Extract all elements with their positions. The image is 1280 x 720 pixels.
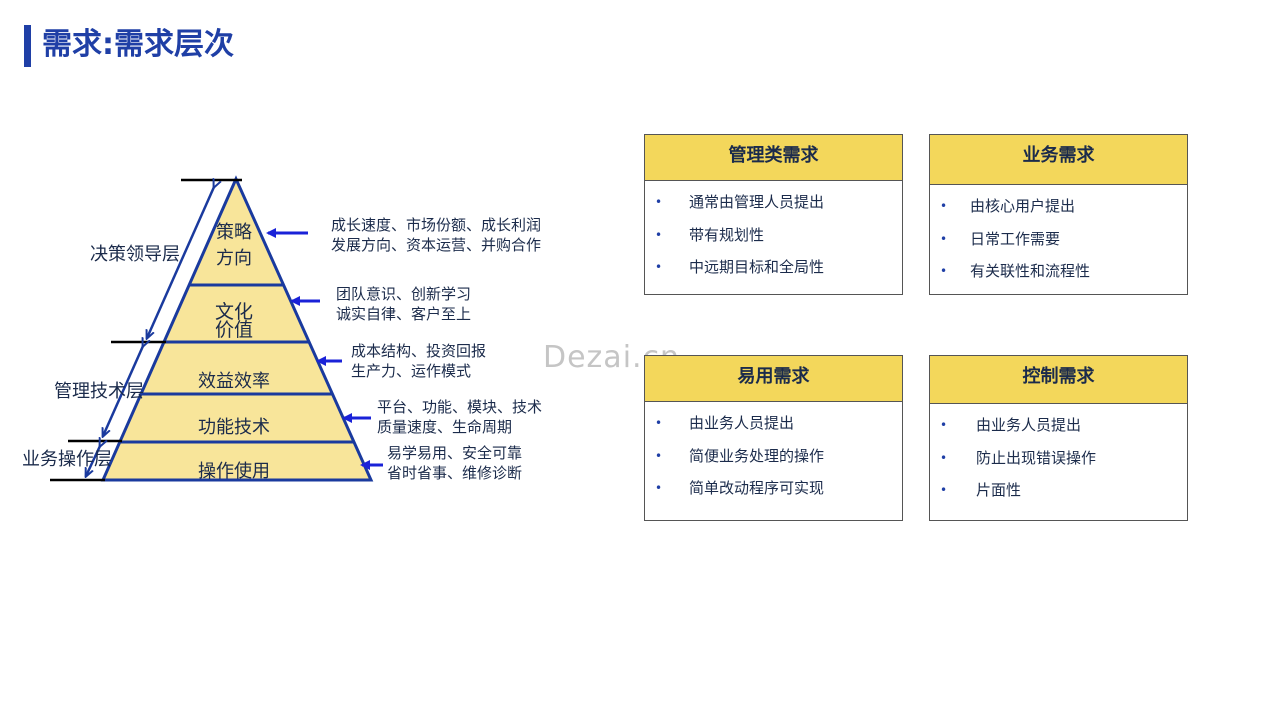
requirement-box-management: 管理类需求 •通常由管理人员提出 •带有规划性 •中远期目标和全局性 — [644, 134, 903, 295]
side-label-leadership: 决策领导层 — [90, 244, 180, 265]
list-item: •由业务人员提出 — [940, 416, 1082, 434]
list-item: •由核心用户提出 — [940, 197, 1076, 215]
box-list: •由核心用户提出 •日常工作需要 •有关联性和流程性 — [930, 185, 1187, 293]
bullet-icon: • — [940, 483, 948, 497]
bullet-icon: • — [655, 416, 663, 430]
annotation-text: 省时省事、维修诊断 — [387, 464, 522, 482]
box-list: •由业务人员提出 •简便业务处理的操作 •简单改动程序可实现 — [645, 402, 902, 510]
requirement-box-control: 控制需求 •由业务人员提出 •防止出现错误操作 •片面性 — [929, 355, 1188, 521]
bullet-icon: • — [655, 448, 663, 463]
bullet-icon: • — [655, 260, 663, 274]
annotation-text: 成本结构、投资回报 — [351, 342, 486, 360]
bullet-icon: • — [655, 227, 663, 242]
title-accent-bar — [24, 25, 31, 67]
bullet-icon: • — [940, 231, 948, 246]
list-item: •有关联性和流程性 — [940, 262, 1091, 280]
box-title: 业务需求 — [930, 135, 1187, 185]
annotation-text: 易学易用、安全可靠 — [387, 444, 522, 462]
range-arrow-management — [103, 346, 143, 436]
layer-label: 操作使用 — [198, 461, 270, 482]
layer-label: 方向 — [216, 248, 252, 269]
layer-label: 策略 — [216, 222, 252, 243]
bullet-icon: • — [940, 450, 948, 465]
annotation-text: 质量速度、生命周期 — [377, 418, 512, 436]
list-item: •通常由管理人员提出 — [655, 193, 825, 211]
layer-label: 文化 — [215, 301, 253, 323]
box-title: 易用需求 — [645, 356, 902, 402]
annotation-text: 成长速度、市场份额、成长利润 — [331, 216, 541, 234]
range-arrow-leadership — [147, 187, 214, 338]
annotation-text: 平台、功能、模块、技术 — [377, 398, 542, 416]
layer-label: 价值 — [215, 319, 253, 341]
page-title: 需求:需求层次 — [42, 27, 234, 62]
bullet-icon: • — [655, 195, 663, 209]
list-item: •带有规划性 — [655, 225, 765, 244]
list-item: •简便业务处理的操作 — [655, 446, 825, 465]
layer-label: 功能技术 — [198, 417, 270, 438]
box-title: 管理类需求 — [645, 135, 902, 181]
annotation-text: 诚实自律、客户至上 — [336, 305, 471, 323]
side-label-management: 管理技术层 — [54, 381, 144, 402]
list-item: •片面性 — [940, 481, 1022, 499]
bullet-icon: • — [940, 199, 948, 213]
annotation-text: 发展方向、资本运营、并购合作 — [331, 236, 541, 254]
box-list: •由业务人员提出 •防止出现错误操作 •片面性 — [930, 404, 1187, 512]
list-item: •中远期目标和全局性 — [655, 258, 825, 276]
requirement-box-business: 业务需求 •由核心用户提出 •日常工作需要 •有关联性和流程性 — [929, 134, 1188, 295]
range-arrow-operation — [86, 446, 100, 476]
list-item: •防止出现错误操作 — [940, 448, 1097, 467]
list-item: •简单改动程序可实现 — [655, 479, 825, 497]
requirement-box-usability: 易用需求 •由业务人员提出 •简便业务处理的操作 •简单改动程序可实现 — [644, 355, 903, 521]
box-list: •通常由管理人员提出 •带有规划性 •中远期目标和全局性 — [645, 181, 902, 289]
bullet-icon: • — [940, 264, 948, 278]
annotation-text: 团队意识、创新学习 — [336, 285, 471, 303]
list-item: •日常工作需要 — [940, 229, 1061, 248]
list-item: •由业务人员提出 — [655, 414, 795, 432]
bullet-icon: • — [655, 481, 663, 495]
bullet-icon: • — [940, 418, 948, 432]
annotation-text: 生产力、运作模式 — [351, 362, 471, 380]
layer-label: 效益效率 — [198, 371, 270, 392]
box-title: 控制需求 — [930, 356, 1187, 404]
side-label-operation: 业务操作层 — [22, 449, 112, 470]
